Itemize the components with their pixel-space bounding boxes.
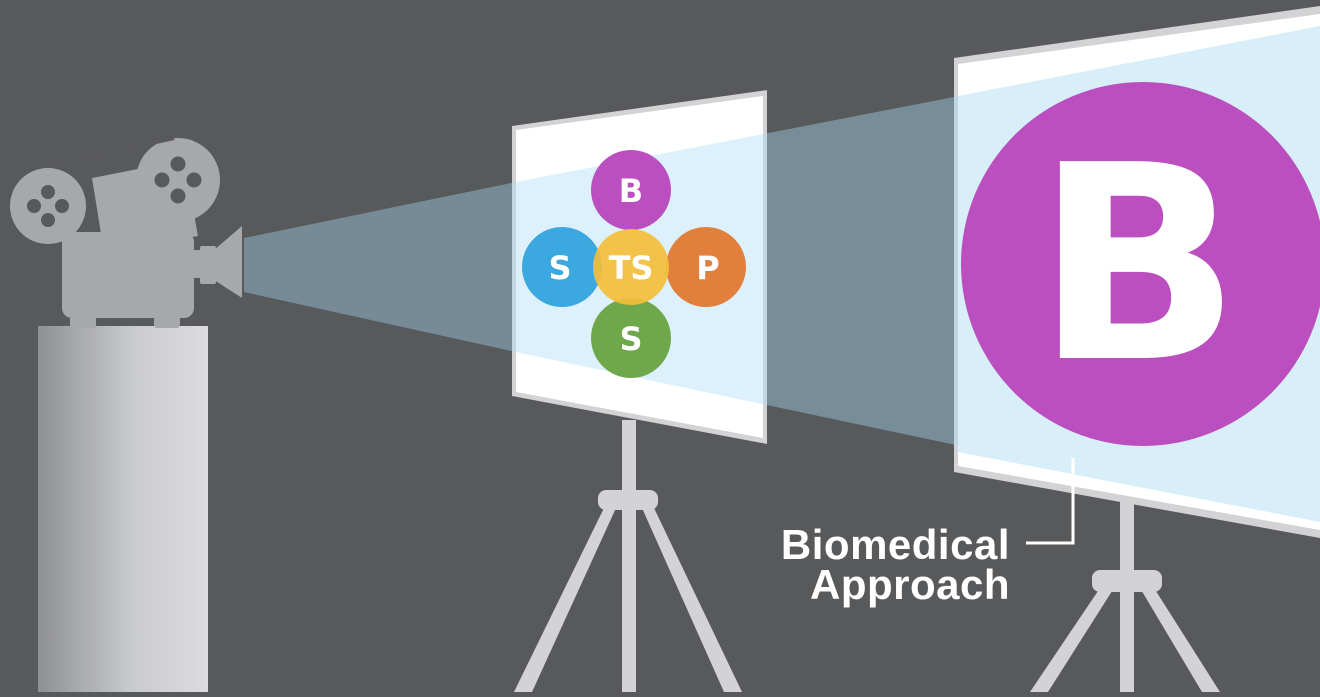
small-screen-tripod <box>514 420 742 692</box>
letter-left: S <box>548 249 571 287</box>
projection-beam-near <box>244 182 516 352</box>
letter-right: P <box>696 249 719 287</box>
callout-line-1: Biomedical <box>780 521 1010 568</box>
film-belt <box>45 136 175 168</box>
letter-center: TS <box>609 249 654 287</box>
large-screen-tripod <box>1030 490 1220 692</box>
front-reel <box>136 138 220 222</box>
rear-reel <box>10 168 86 244</box>
letter-top: B <box>619 172 643 210</box>
btsps-diagram: B S TS P S <box>522 150 746 378</box>
callout-line-2: Approach <box>809 561 1010 608</box>
callout-connector <box>1026 458 1075 545</box>
film-projector-icon <box>10 138 242 328</box>
large-letter: B <box>1035 107 1241 422</box>
reel-holes <box>27 156 202 227</box>
circle-center <box>593 229 669 305</box>
large-b-icon: B <box>961 82 1320 446</box>
circle-left <box>522 227 602 307</box>
circle-top <box>591 150 671 230</box>
circle-bottom <box>591 298 671 378</box>
letter-bottom: S <box>619 320 642 358</box>
circle-right <box>666 227 746 307</box>
pedestal <box>38 326 208 692</box>
